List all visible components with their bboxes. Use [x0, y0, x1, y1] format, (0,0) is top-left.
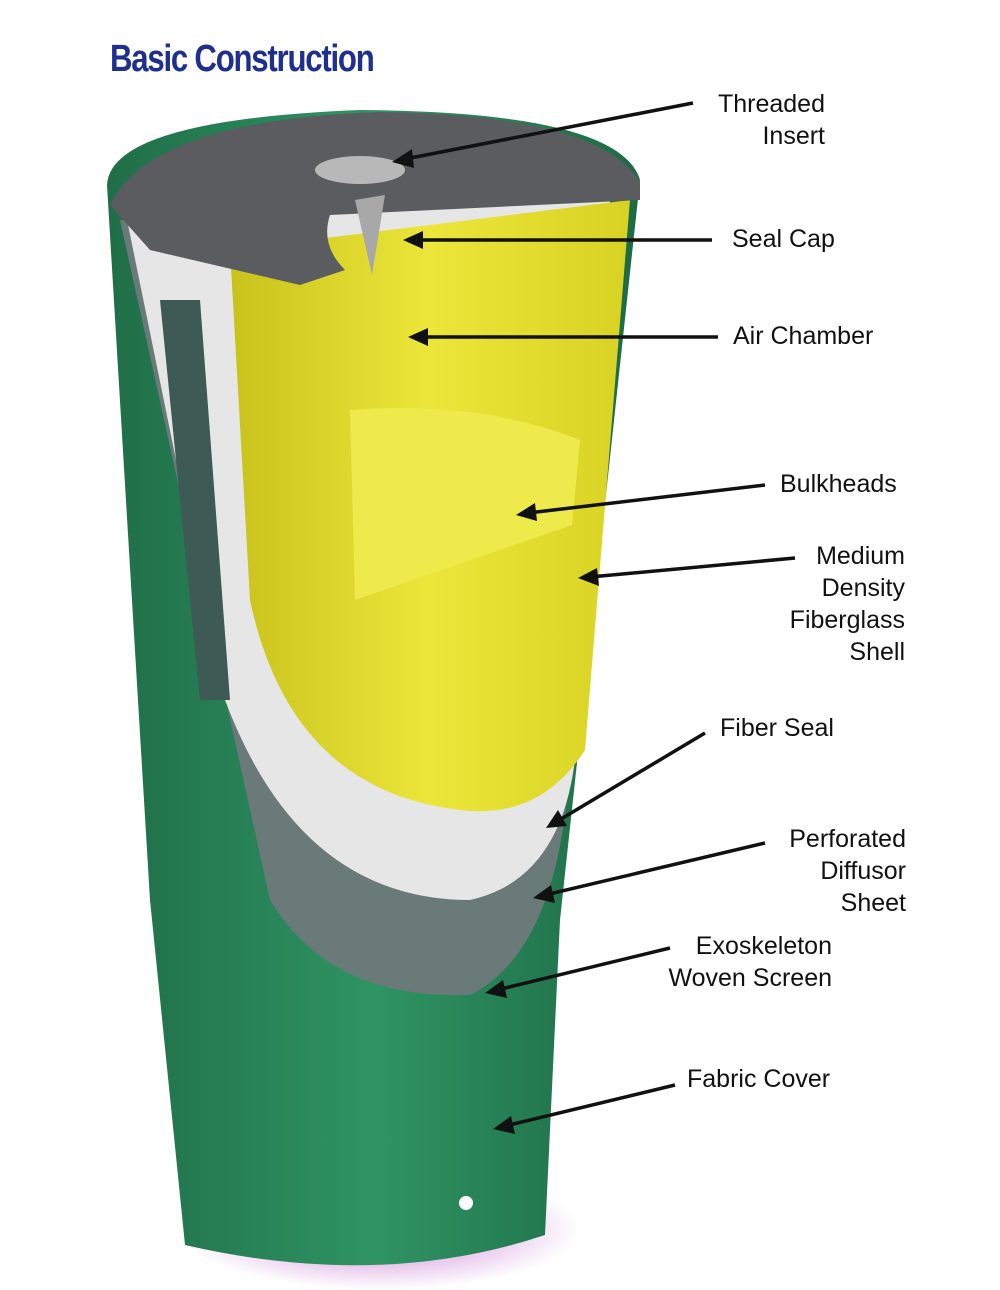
threaded-insert-shape	[315, 156, 405, 184]
page-title: Basic Construction	[110, 38, 375, 80]
label-bulkheads: Bulkheads	[780, 470, 897, 498]
label-line: Fiberglass	[789, 606, 905, 634]
label-line: Perforated	[789, 825, 906, 853]
label-line: Woven Screen	[668, 964, 832, 992]
label-fabric-cover: Fabric Cover	[687, 1065, 831, 1093]
label-line: Medium	[816, 542, 905, 570]
label-diffusor-sheet: Perforated Diffusor Sheet	[789, 823, 906, 919]
label-line: Density	[821, 574, 905, 602]
label-air-chamber: Air Chamber	[733, 322, 874, 350]
label-line: Exoskeleton	[695, 932, 832, 960]
label-fiberglass-shell: Medium Density Fiberglass Shell	[790, 540, 905, 668]
callout-arrows	[392, 101, 796, 1134]
label-line: Sheet	[840, 889, 906, 917]
label-woven-screen: Exoskeleton Woven Screen	[668, 930, 832, 994]
bulkhead-shape	[350, 408, 580, 600]
seal-cap-cone	[355, 195, 385, 275]
label-line: Threaded	[717, 90, 825, 118]
diffusor-strip	[160, 300, 230, 700]
label-line: Diffusor	[820, 857, 906, 885]
label-line: Shell	[849, 638, 905, 666]
label-seal-cap: Seal Cap	[732, 225, 835, 253]
label-fiber-seal: Fiber Seal	[720, 714, 834, 742]
label-threaded-insert: Threaded Insert	[718, 88, 825, 152]
vent-hole	[459, 1196, 473, 1210]
label-line: Insert	[762, 122, 825, 150]
